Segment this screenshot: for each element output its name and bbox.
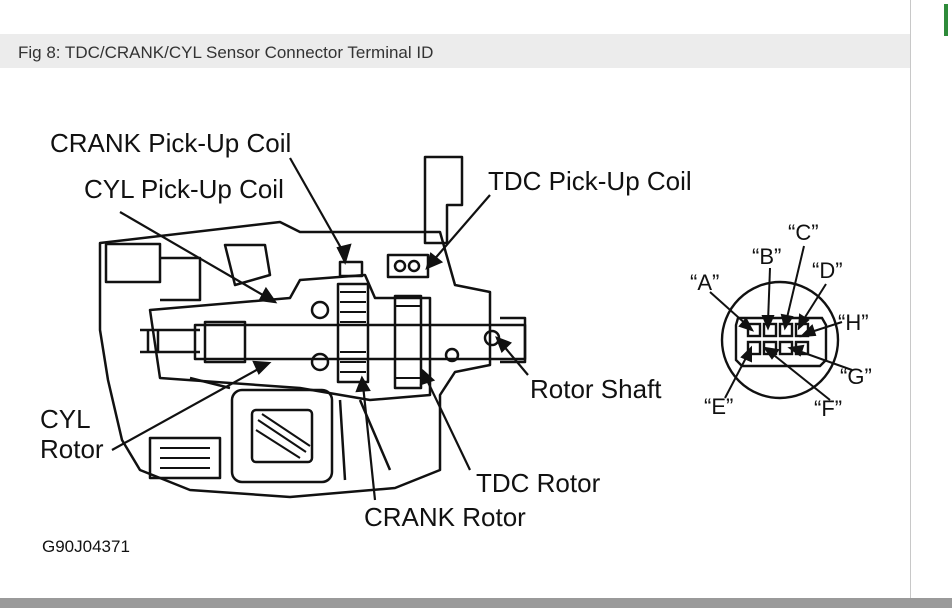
horizontal-scrollbar[interactable] xyxy=(0,598,952,608)
pin-h-label: “H” xyxy=(838,310,869,335)
tdc-rotor-label: TDC Rotor xyxy=(476,468,601,498)
crank-rotor-label: CRANK Rotor xyxy=(364,502,526,532)
pin-g-label: “G” xyxy=(840,364,872,389)
part-code: G90J04371 xyxy=(42,537,130,556)
pin-f-label: “F” xyxy=(814,396,842,421)
cyl-pickup-coil-label: CYL Pick-Up Coil xyxy=(84,174,284,204)
leader-lines xyxy=(111,157,529,501)
pin-b-label: “B” xyxy=(752,244,781,269)
pin-d-label: “D” xyxy=(812,258,843,283)
connector-pin-leaders xyxy=(709,245,853,401)
tdc-pickup-coil-label: TDC Pick-Up Coil xyxy=(488,166,692,196)
crank-pickup-coil-label: CRANK Pick-Up Coil xyxy=(50,128,291,158)
connector-drawing xyxy=(720,280,840,400)
figure-viewer xyxy=(910,0,911,598)
distributor-housing-drawing xyxy=(98,155,527,499)
rotor-shaft-label: Rotor Shaft xyxy=(530,374,662,404)
pin-e-label: “E” xyxy=(704,394,733,419)
cyl-rotor-label-line1: CYL xyxy=(40,404,91,434)
figure-caption: Fig 8: TDC/CRANK/CYL Sensor Connector Te… xyxy=(18,43,434,62)
caption-bar: Fig 8: TDC/CRANK/CYL Sensor Connector Te… xyxy=(0,34,910,68)
cyl-rotor-label-line2: Rotor xyxy=(40,434,104,464)
pin-a-label: “A” xyxy=(690,270,719,295)
edge-indicator xyxy=(944,4,948,36)
pin-c-label: “C” xyxy=(788,220,819,245)
sensor-diagram: CRANK Pick-Up Coil CYL Pick-Up Coil TDC … xyxy=(40,128,872,556)
